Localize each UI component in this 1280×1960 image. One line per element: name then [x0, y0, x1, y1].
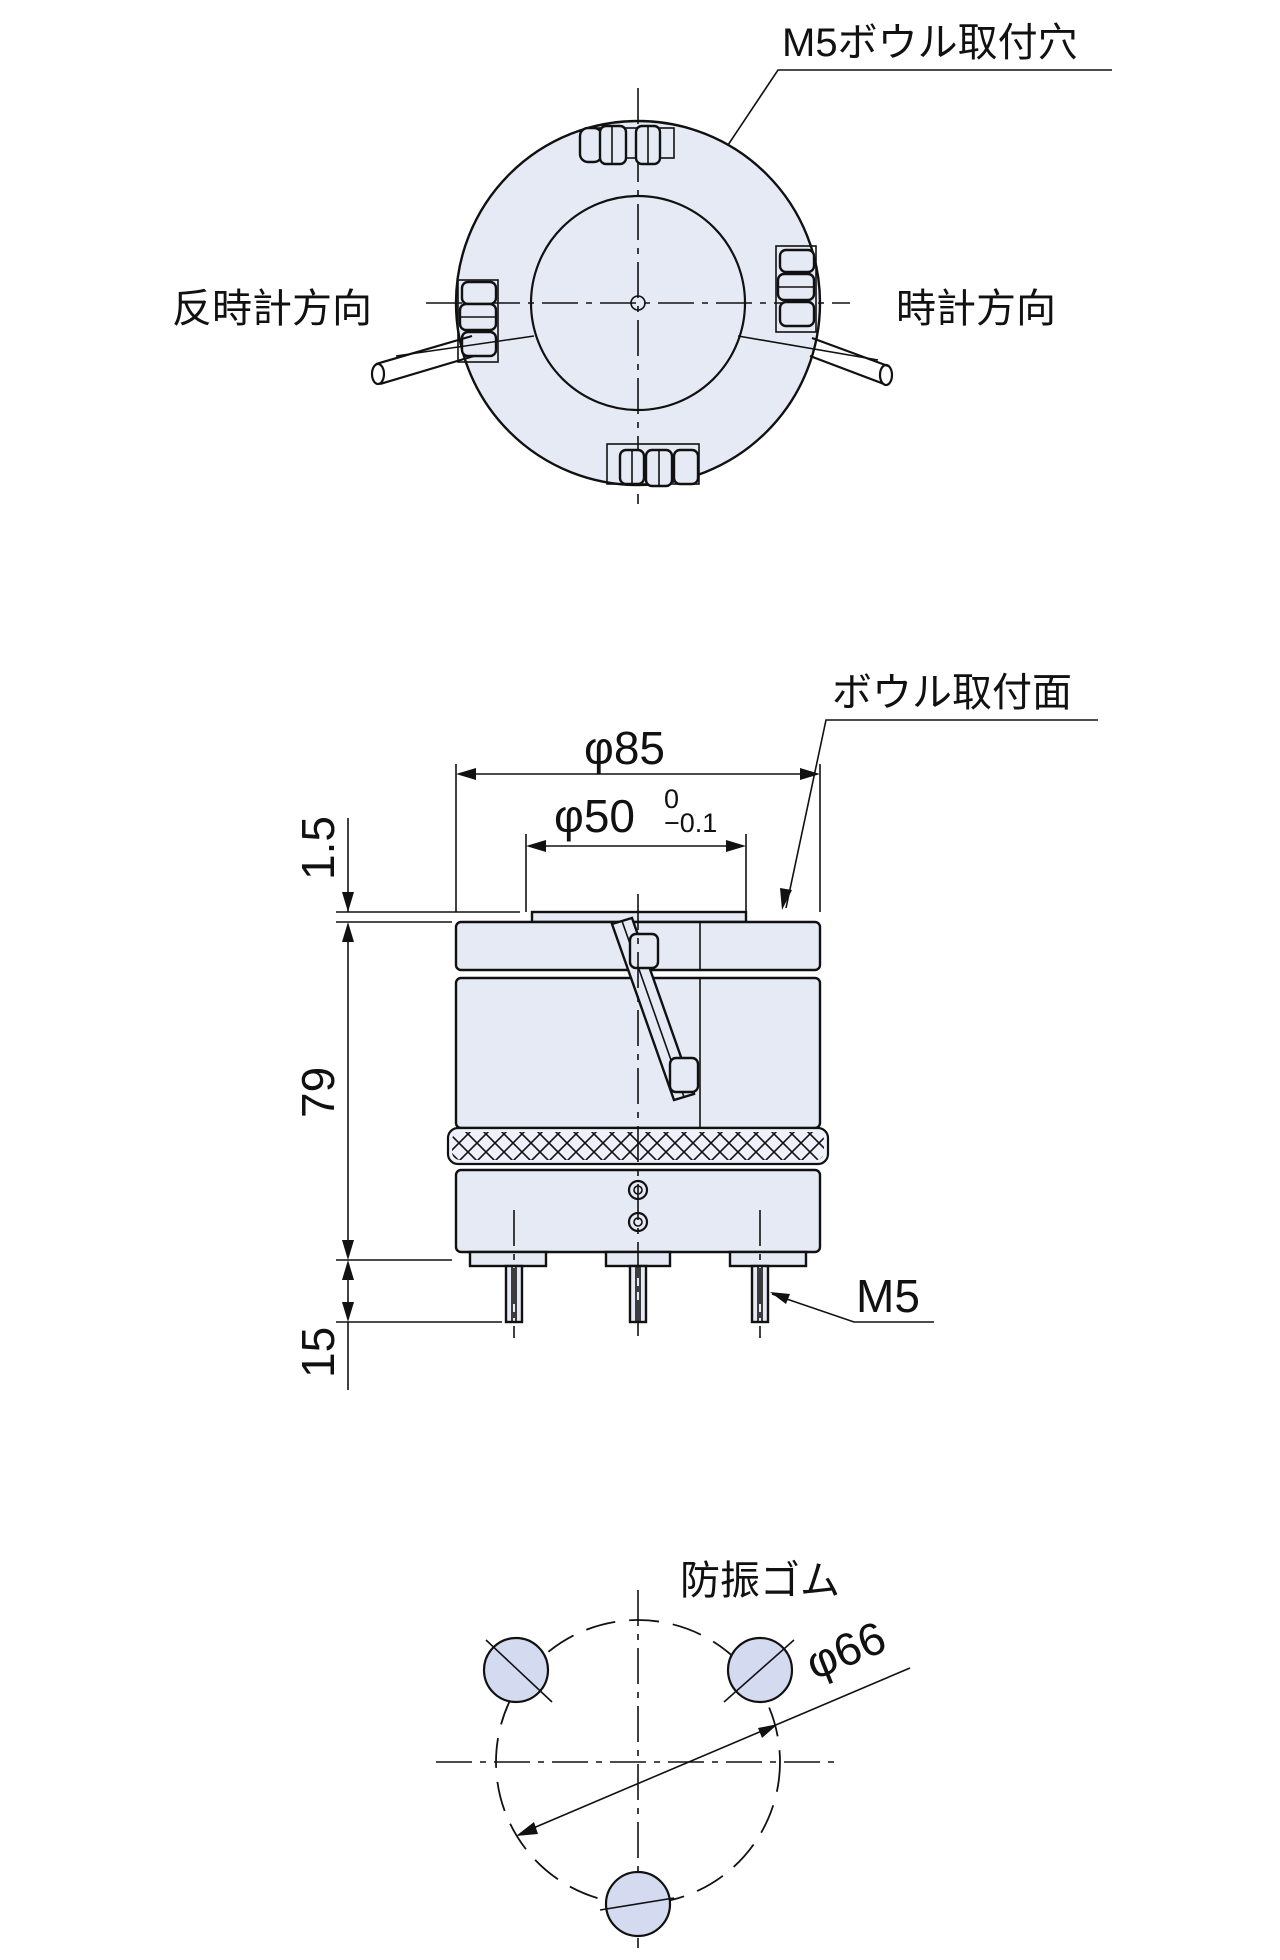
dim-bowl-tol-upper: 0	[664, 784, 679, 814]
label-counterclockwise: 反時計方向	[172, 287, 372, 331]
dim-bowl-tol-lower: −0.1	[664, 808, 717, 838]
label-bowl-mount-face: ボウル取付面	[832, 671, 1072, 715]
dim-stud-length: 15	[292, 1327, 344, 1378]
label-rubber-feet: 防振ゴム	[680, 1559, 840, 1603]
dim-foot-circle: φ66	[798, 1611, 893, 1690]
label-thread: M5	[856, 1270, 920, 1322]
top-view: M5ボウル取付穴 反時計方向 時計方向	[172, 21, 1112, 504]
mount-tab-right	[775, 245, 817, 333]
mount-tab-left	[457, 279, 499, 363]
mount-tab-top	[578, 124, 675, 166]
pipe-right	[809, 336, 894, 387]
dim-top-offset: 1.5	[292, 816, 344, 880]
dim-bowl-diameter: φ50	[554, 790, 635, 842]
label-clockwise: 時計方向	[896, 287, 1056, 331]
mount-tab-bottom	[606, 443, 700, 488]
label-bowl-mount-hole: M5ボウル取付穴	[782, 21, 1078, 65]
bottom-view: φ66 防振ゴム	[436, 1559, 911, 1948]
dim-body-height: 79	[292, 1067, 344, 1118]
dim-outer-diameter: φ85	[584, 722, 665, 774]
pipe-left	[370, 334, 475, 386]
spring-plate	[610, 916, 700, 1102]
side-view: φ85 φ50 0 −0.1 1.5 79 15 ボウル取付面	[292, 671, 1098, 1390]
